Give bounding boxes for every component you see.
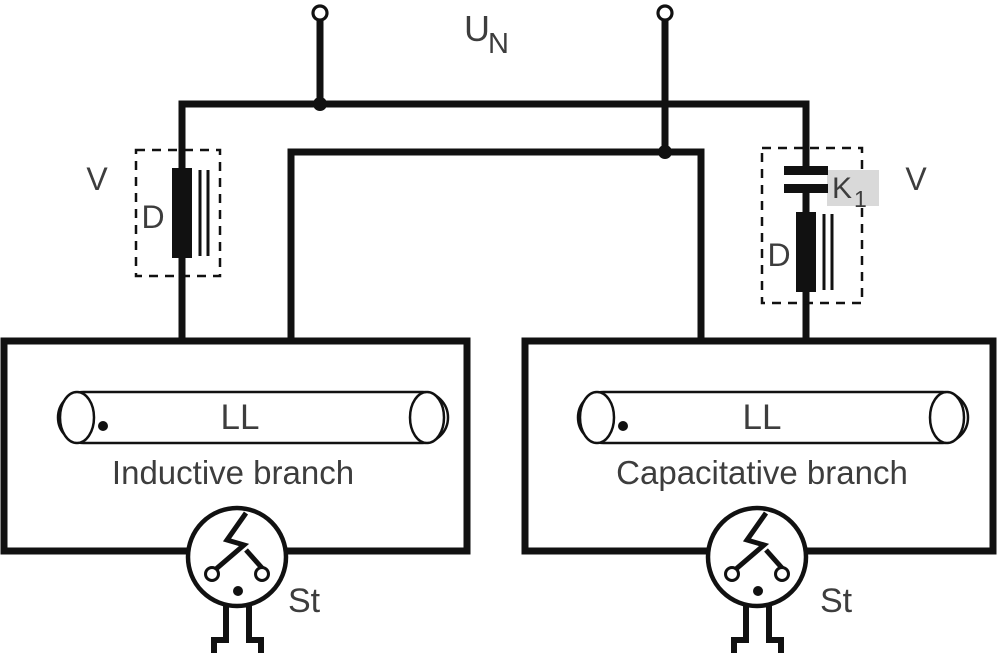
starter-center-dot	[233, 586, 243, 596]
left-starter-label: St	[288, 582, 321, 620]
ballast-winding-symbol	[796, 212, 816, 292]
starter-electrode-lead	[764, 548, 784, 570]
right-ballast-unit: K 1 V D	[760, 146, 927, 305]
supply-voltage-base: U	[464, 8, 490, 49]
junction-dot	[658, 145, 672, 159]
lamp-end-cap	[58, 390, 96, 445]
capacitor-label-subscript: 1	[854, 186, 867, 212]
lamp-end-cap	[928, 390, 966, 445]
lamp-wiring-loop	[521, 337, 997, 555]
ballast-outline-box	[760, 146, 864, 305]
lamp-electrode-dot	[618, 421, 628, 431]
left-ballast-label: D	[141, 199, 164, 235]
junction-dot	[313, 97, 327, 111]
fluorescent-lamp-tube	[576, 390, 970, 445]
neutral-bus	[287, 148, 705, 341]
supply-voltage-label: U N	[464, 8, 509, 60]
supply-voltage-subscript: N	[488, 28, 509, 60]
right-box-label: V	[905, 161, 927, 197]
ballast-winding-symbol	[172, 168, 192, 258]
left-box-label: V	[86, 161, 108, 197]
starter-bimetal-contact	[214, 511, 250, 571]
left-lamp-label: LL	[221, 398, 260, 437]
capacitor-label-background	[827, 170, 879, 206]
right-lamp-label: LL	[743, 398, 782, 437]
right-starter-label: St	[820, 582, 853, 620]
right-starter: St	[705, 505, 853, 653]
left-starter: St	[185, 505, 321, 653]
left-lamp-circuit: LL Inductive branch	[0, 337, 471, 555]
starter-contact	[724, 566, 740, 582]
starter-pin	[731, 604, 749, 653]
right-lamp-circuit: LL Capacitative branch	[521, 337, 997, 555]
left-branch-name: Inductive branch	[112, 454, 354, 491]
ballast-core-lines	[198, 170, 210, 256]
starter-pin	[766, 604, 784, 653]
ballast-core-lines	[822, 214, 834, 290]
lamp-electrode-dot	[98, 421, 108, 431]
lamp-end-cap	[578, 390, 616, 445]
starter-center-dot	[753, 586, 763, 596]
capacitor-label-base: K	[832, 172, 852, 205]
phase-bus	[178, 100, 810, 341]
right-branch-name: Capacitative branch	[616, 454, 908, 491]
starter-pin	[246, 604, 264, 653]
left-ballast-unit: V D	[86, 148, 222, 278]
lamp-end-cap	[408, 390, 446, 445]
starter-pin	[211, 604, 229, 653]
right-ballast-label: D	[767, 237, 790, 273]
starter-contact	[254, 566, 270, 582]
lamp-wiring-loop	[0, 337, 471, 555]
supply-terminal	[311, 4, 329, 22]
starter-bimetal-contact	[734, 511, 770, 571]
capacitor-plate-symbol	[784, 184, 828, 193]
starter-contact	[774, 566, 790, 582]
fluorescent-lamp-tube	[56, 390, 450, 445]
capacitor-plate-symbol	[784, 166, 828, 175]
supply-terminal	[656, 4, 674, 22]
starter-electrode-lead	[244, 548, 264, 570]
ballast-outline-box	[134, 148, 222, 278]
starter-contact	[204, 566, 220, 582]
